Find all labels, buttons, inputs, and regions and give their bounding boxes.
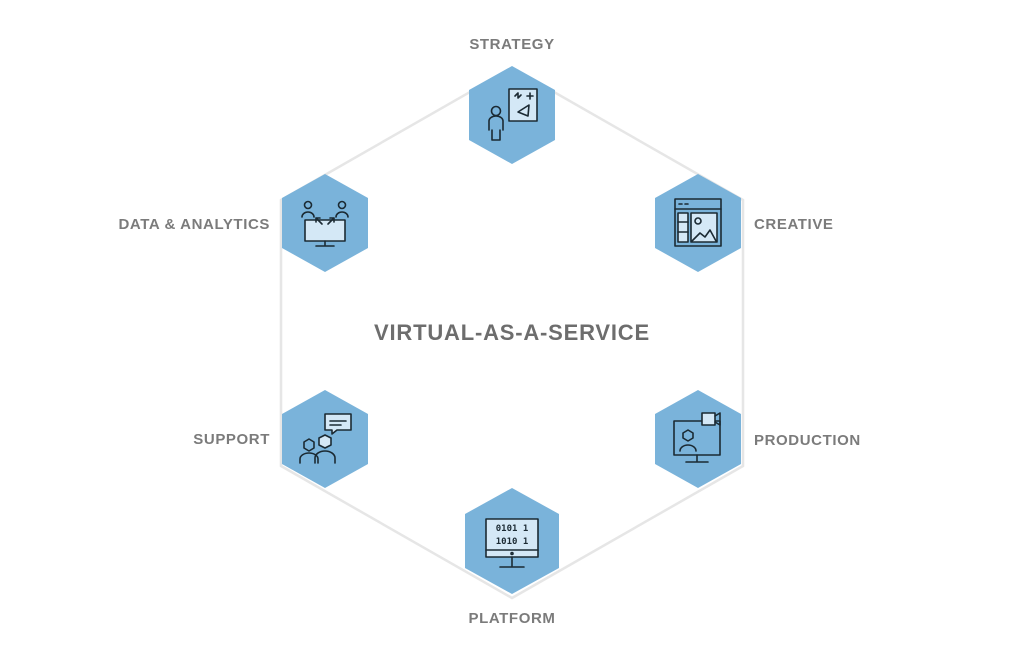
node-creative: CREATIVE bbox=[655, 174, 834, 272]
node-strategy: STRATEGY bbox=[469, 36, 555, 164]
node-support: SUPPORT bbox=[193, 390, 368, 488]
support-label: SUPPORT bbox=[193, 431, 270, 448]
diagram-title: VIRTUAL-AS-A-SERVICE bbox=[374, 320, 650, 345]
creative-design-window-icon bbox=[674, 198, 722, 247]
strategy-presentation-icon bbox=[488, 88, 538, 141]
support-chat-users-icon bbox=[299, 413, 352, 464]
binary-row-2: 1010 1 bbox=[496, 537, 529, 547]
production-video-monitor-icon bbox=[673, 412, 721, 463]
data-analytics-monitor-icon bbox=[301, 200, 349, 247]
strategy-label: STRATEGY bbox=[469, 36, 554, 53]
data-analytics-label: DATA & ANALYTICS bbox=[118, 216, 270, 233]
production-label: PRODUCTION bbox=[754, 432, 861, 449]
binary-row-1: 0101 1 bbox=[496, 524, 529, 534]
creative-label: CREATIVE bbox=[754, 216, 834, 233]
platform-binary-monitor-icon: 0101 1 1010 1 bbox=[485, 518, 539, 568]
platform-label: PLATFORM bbox=[468, 610, 555, 627]
node-data-analytics: DATA & ANALYTICS bbox=[118, 174, 368, 272]
node-platform: 0101 1 1010 1 PLATFORM bbox=[465, 488, 559, 627]
outer-hexagon-outline bbox=[279, 66, 745, 600]
node-production: PRODUCTION bbox=[655, 390, 861, 488]
